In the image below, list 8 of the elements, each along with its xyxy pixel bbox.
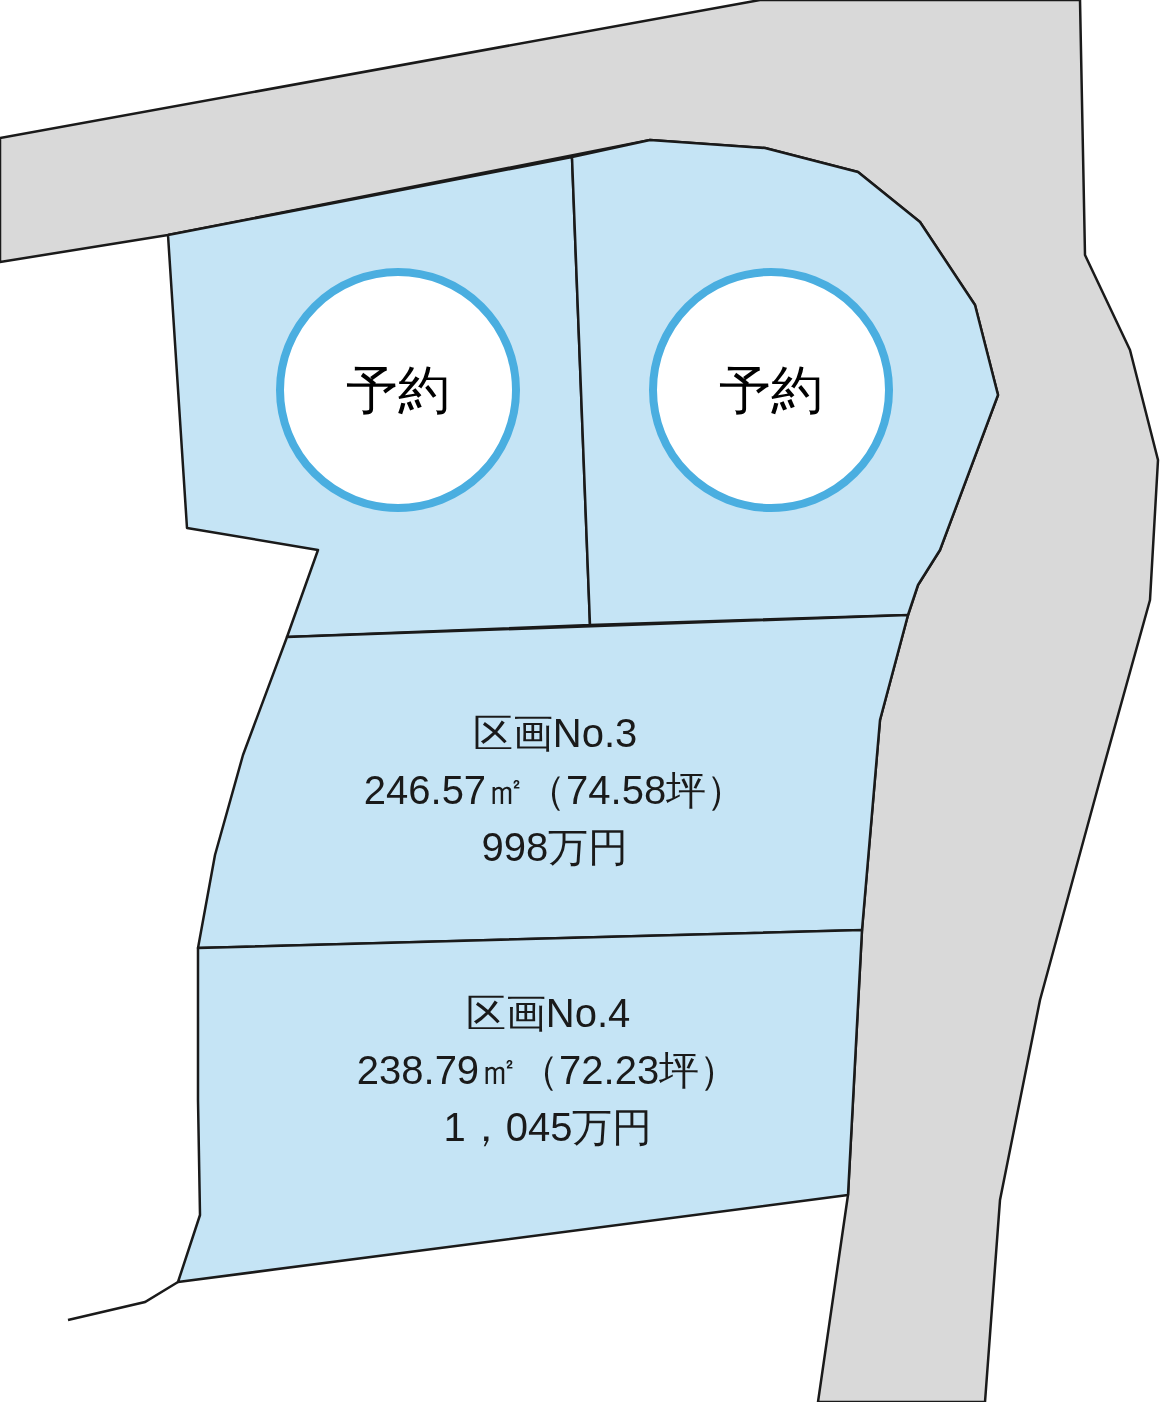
lot-info-text: 区画No.3 <box>472 709 638 757</box>
lot-info-text: 238.79㎡（72.23坪） <box>356 1046 740 1094</box>
reserved-label: 予約 <box>346 360 450 421</box>
lot-info-text: 区画No.4 <box>465 989 631 1037</box>
lot-info-text: 246.57㎡（74.58坪） <box>363 766 747 814</box>
lot-info-text: 1，045万円 <box>443 1103 653 1151</box>
reserved-label: 予約 <box>719 360 823 421</box>
lot-info-text: 998万円 <box>481 823 629 871</box>
